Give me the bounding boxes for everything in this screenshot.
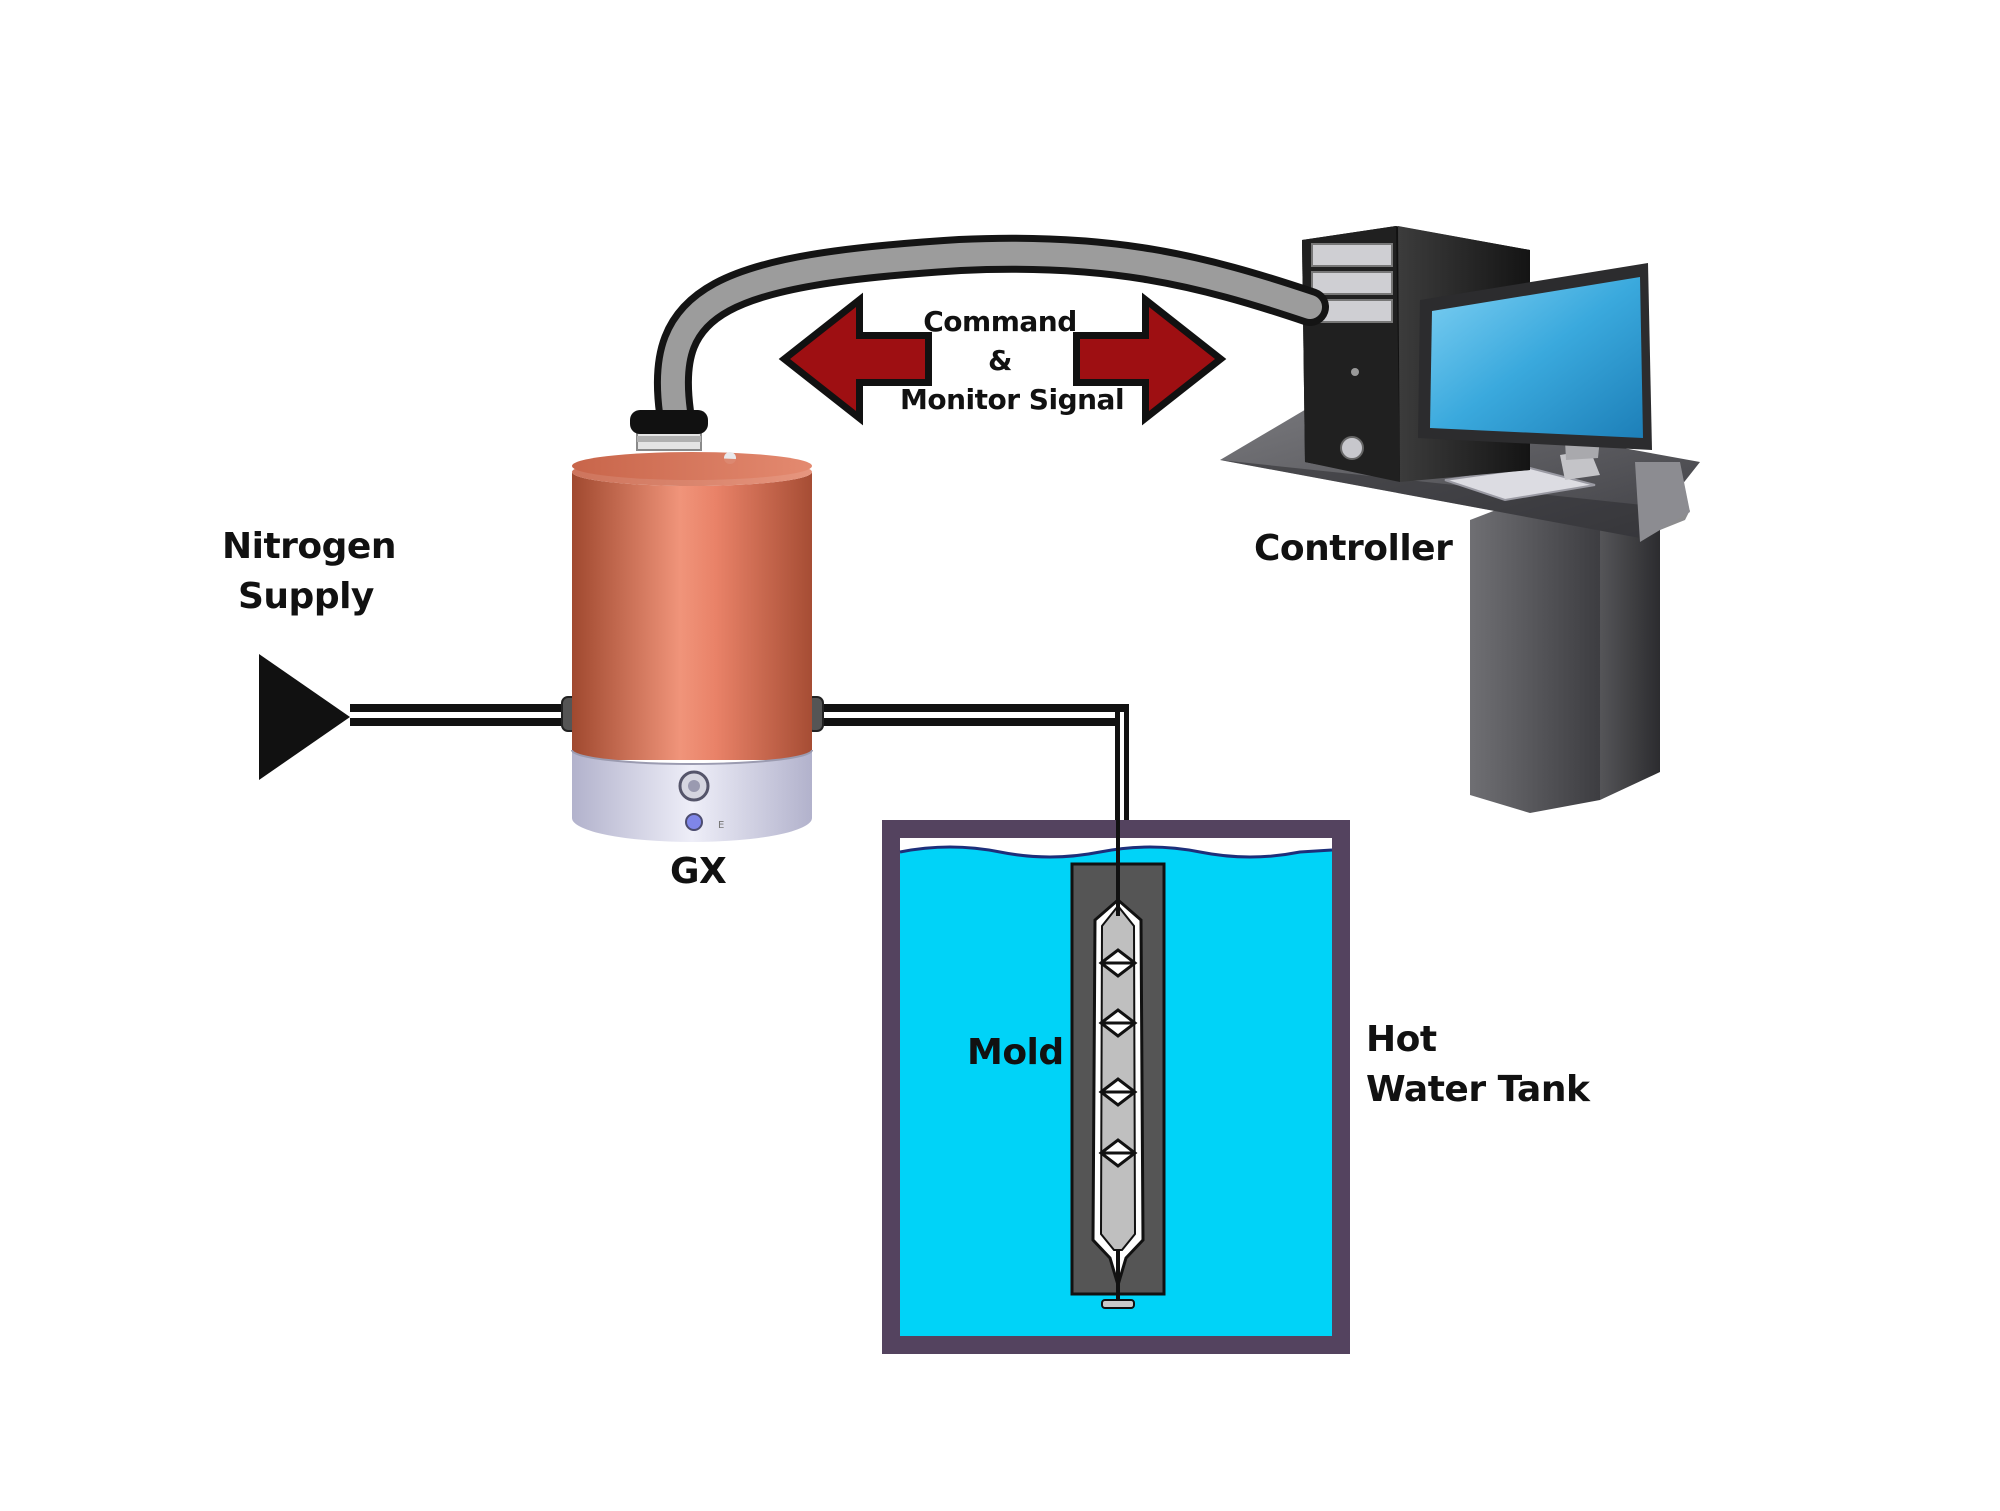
svg-text:E: E xyxy=(718,820,724,831)
gx-label: GX xyxy=(670,851,727,892)
signal-label-line-1: Command xyxy=(923,305,1077,338)
nitrogen-label-line-1: Nitrogen xyxy=(222,526,396,567)
signal-label: Command & Monitor Signal xyxy=(900,302,1125,419)
computer-monitor xyxy=(1418,263,1652,480)
tank-label-line-1: Hot xyxy=(1366,1019,1437,1060)
mold-inserts xyxy=(1098,948,1138,1168)
mold xyxy=(1070,720,1166,1309)
nitrogen-label-line-2: Supply xyxy=(238,576,374,617)
tank-label-line-2: Water Tank xyxy=(1366,1069,1590,1110)
signal-label-line-3: Monitor Signal xyxy=(900,383,1125,416)
gx-device: E xyxy=(561,410,824,842)
signal-cable xyxy=(653,234,1329,431)
computer-tower xyxy=(1302,226,1530,482)
hot-water-tank-label: Hot Water Tank xyxy=(1366,1015,1590,1115)
mold-label: Mold xyxy=(967,1032,1064,1073)
nitrogen-funnel xyxy=(259,654,350,780)
left-arrow xyxy=(778,292,932,426)
controller-label: Controller xyxy=(1254,528,1453,569)
nitrogen-supply-label: Nitrogen Supply xyxy=(222,522,396,622)
signal-label-line-2: & xyxy=(988,344,1012,377)
right-arrow xyxy=(1073,292,1227,426)
